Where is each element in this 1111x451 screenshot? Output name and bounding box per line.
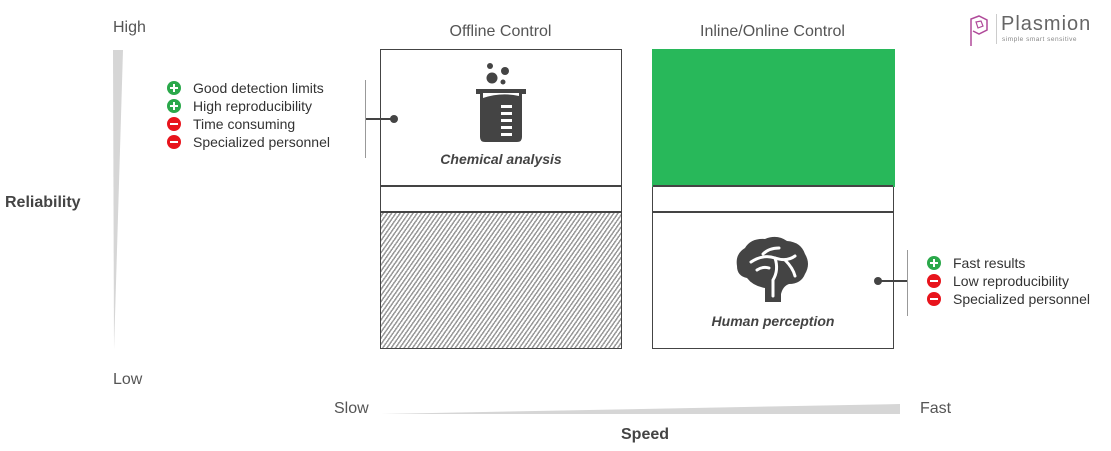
offline-control-box: Chemical analysis	[380, 49, 622, 349]
brain-icon	[736, 236, 808, 302]
list-item: Specialized personnel	[167, 133, 330, 151]
divider	[653, 185, 893, 187]
x-slow-label: Slow	[334, 400, 369, 417]
minus-circle-icon	[927, 274, 941, 288]
callout-connector	[366, 118, 394, 120]
minus-circle-icon	[167, 135, 181, 149]
list-item-text: Specialized personnel	[193, 134, 330, 150]
list-item-text: Good detection limits	[193, 80, 324, 96]
speed-wedge	[380, 404, 900, 414]
x-axis-title: Speed	[621, 426, 670, 443]
list-item-text: Low reproducibility	[953, 273, 1069, 289]
offline-control-title: Offline Control	[449, 23, 552, 40]
y-axis-title: Reliability	[5, 194, 81, 211]
plus-circle-icon	[927, 256, 941, 270]
inline-control-title: Inline/Online Control	[700, 23, 845, 40]
chemical-analysis-caption: Chemical analysis	[440, 151, 562, 167]
minus-circle-icon	[167, 117, 181, 131]
green-highlight-region	[651, 48, 895, 187]
callout-bracket	[365, 80, 366, 158]
divider	[381, 211, 621, 213]
hatched-empty-region	[381, 212, 621, 348]
y-high-label: High	[113, 19, 146, 36]
reliability-wedge	[113, 50, 123, 350]
callout-dot	[874, 277, 882, 285]
list-item-text: High reproducibility	[193, 98, 313, 114]
callout-connector	[879, 280, 907, 282]
human-perception-caption: Human perception	[711, 313, 835, 329]
list-item: Time consuming	[167, 115, 295, 133]
plasmion-logo: Plasmion simple smart sensitive	[968, 13, 1090, 53]
x-fast-label: Fast	[920, 400, 952, 417]
callout-bracket	[907, 250, 908, 316]
y-low-label: Low	[113, 371, 143, 388]
list-item: High reproducibility	[167, 97, 312, 115]
list-item-text: Fast results	[953, 255, 1026, 271]
logo-mark-icon	[970, 15, 988, 46]
divider	[381, 185, 621, 187]
list-item: Good detection limits	[167, 79, 324, 97]
plus-circle-icon	[167, 81, 181, 95]
callout-dot	[390, 115, 398, 123]
list-item: Low reproducibility	[927, 272, 1069, 290]
beaker-icon	[476, 63, 526, 142]
inline-control-box: Human perception	[651, 48, 895, 349]
list-item-text: Time consuming	[193, 116, 296, 132]
minus-circle-icon	[927, 292, 941, 306]
plus-circle-icon	[167, 99, 181, 113]
list-item-text: Specialized personnel	[953, 291, 1090, 307]
divider	[653, 211, 893, 213]
list-item: Specialized personnel	[927, 290, 1090, 308]
list-item: Fast results	[927, 254, 1025, 272]
